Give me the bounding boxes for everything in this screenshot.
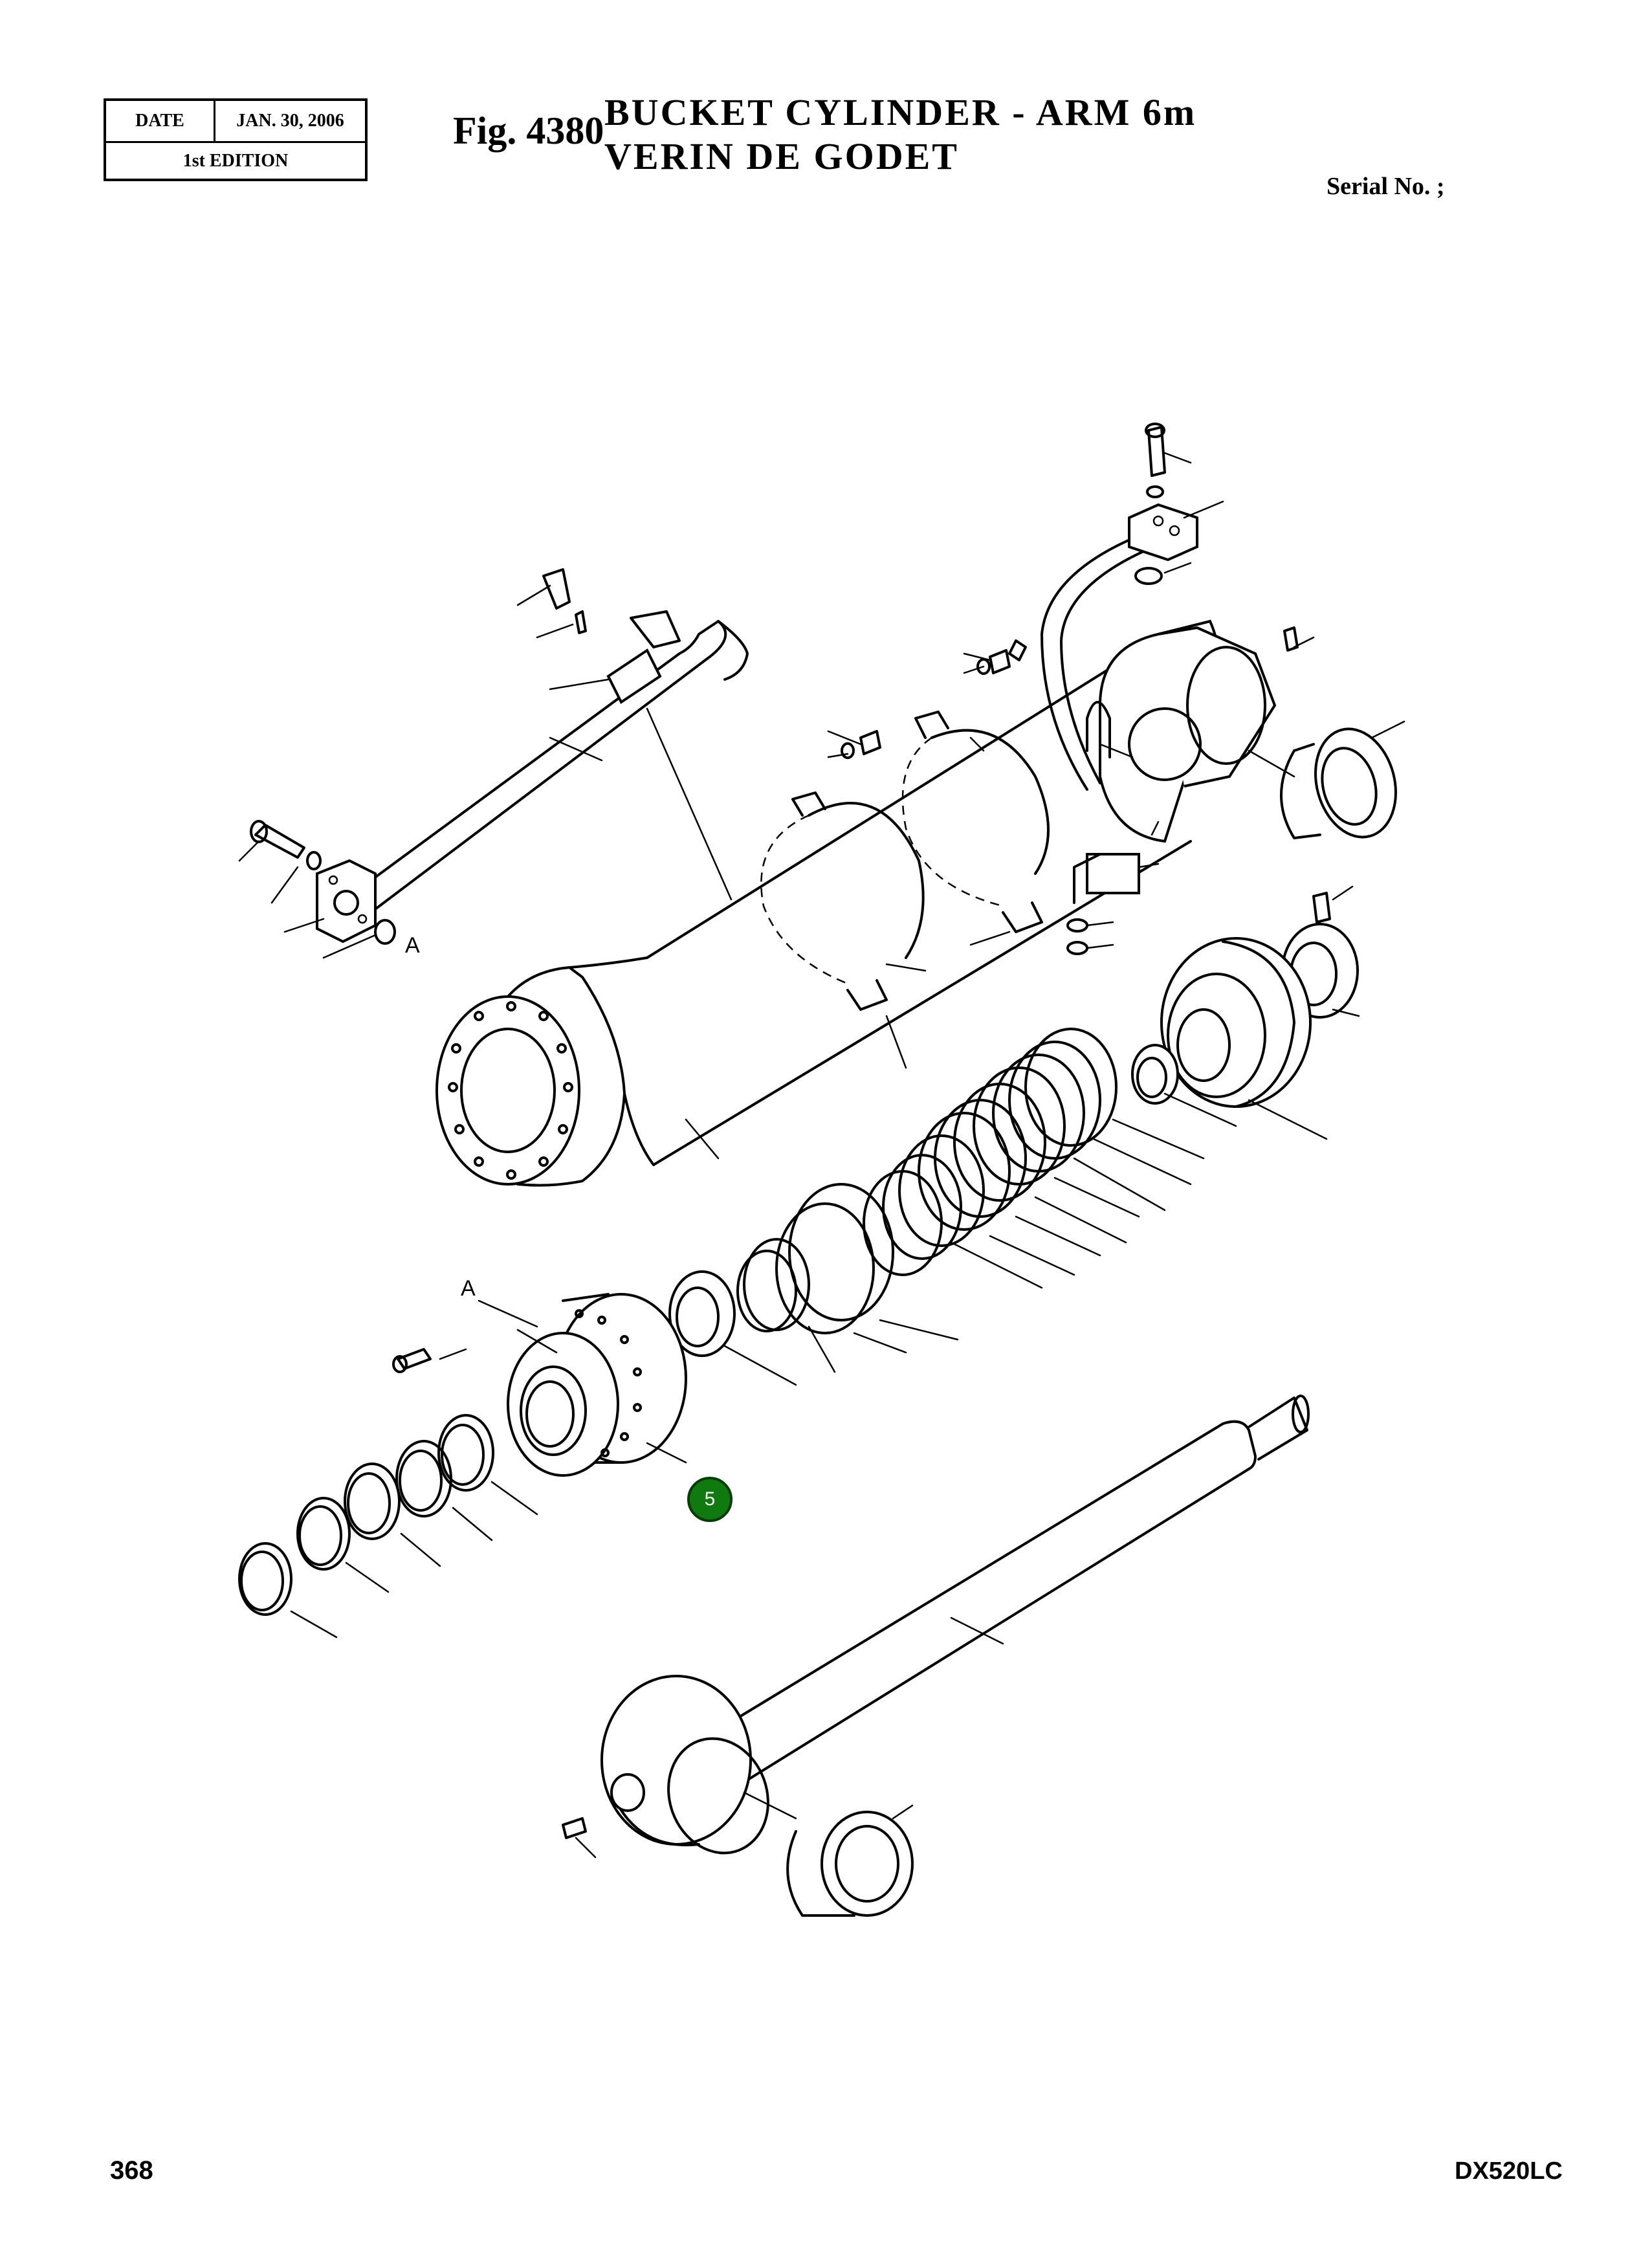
title-english: BUCKET CYLINDER - ARM 6m xyxy=(604,91,1197,133)
left-pipe-assembly xyxy=(238,568,749,959)
piston-rod xyxy=(562,1395,1310,1917)
model-name: DX520LC xyxy=(1455,2158,1563,2185)
reference-label-a-upper: A xyxy=(405,933,420,958)
rod-cover xyxy=(392,1293,687,1477)
date-row: DATE JAN. 30, 2006 xyxy=(106,101,365,143)
date-label: DATE xyxy=(106,101,215,141)
right-pipe-assembly xyxy=(1008,423,1224,955)
pipe-clamps xyxy=(760,649,1050,1069)
rod-seals xyxy=(238,1414,538,1639)
title-french: VERIN DE GODET xyxy=(604,135,959,177)
date-value: JAN. 30, 2006 xyxy=(236,111,344,131)
cylinder-barrel xyxy=(435,619,1405,1187)
figure-number: Fig. 4380 xyxy=(453,109,604,152)
part-callout-5[interactable]: 5 xyxy=(687,1477,732,1522)
reference-label-a-lower: A xyxy=(461,1276,476,1301)
piston-seal-stack xyxy=(668,885,1360,1386)
date-edition-box: DATE JAN. 30, 2006 1st EDITION xyxy=(104,98,368,181)
edition-label: 1st EDITION xyxy=(182,150,289,171)
page-number: 368 xyxy=(110,2156,153,2185)
serial-number: Serial No. ; xyxy=(1327,173,1445,200)
